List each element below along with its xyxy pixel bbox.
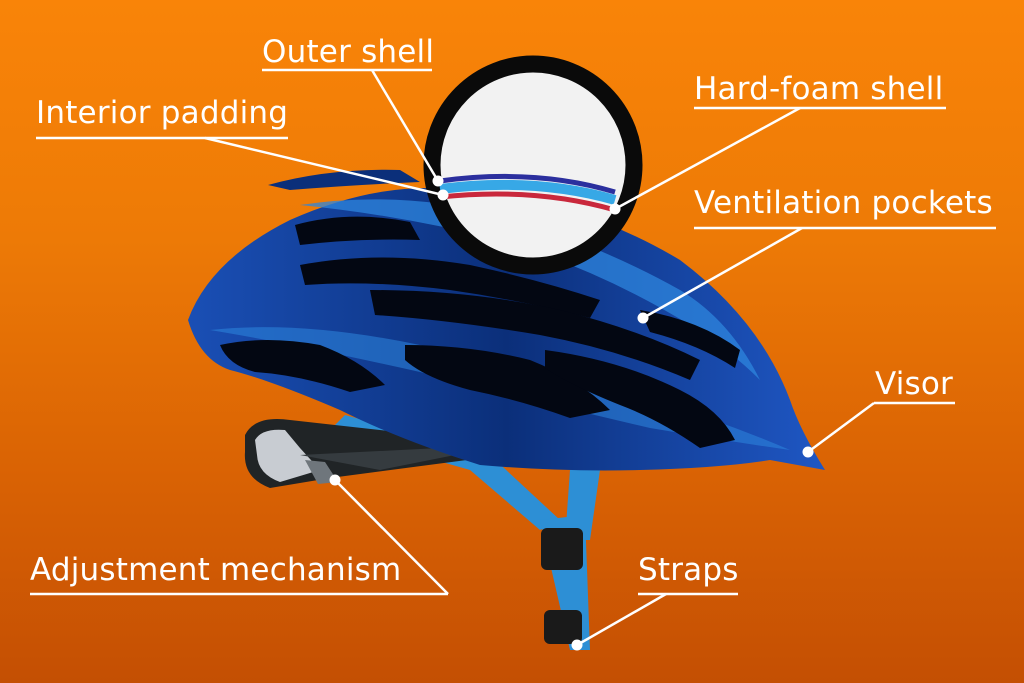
label-outer-shell: Outer shell <box>262 34 435 70</box>
leader-dots <box>329 175 814 651</box>
interior-padding-leader <box>204 136 444 197</box>
outer-shell-leader <box>370 69 440 182</box>
adjustment-leader <box>334 479 449 595</box>
label-hard-foam-shell: Hard-foam shell <box>694 71 944 107</box>
visor-leader <box>807 401 875 454</box>
outer-shell-layer <box>439 173 616 195</box>
ventilation-pockets <box>220 216 740 448</box>
label-straps: Straps <box>638 552 739 588</box>
hard-foam-layer <box>439 179 617 205</box>
leader-lines <box>30 68 996 647</box>
strap-buckle <box>541 528 583 570</box>
straps-dot <box>571 639 583 651</box>
ventilation-dot <box>637 312 649 324</box>
label-adjustment-mechanism: Adjustment mechanism <box>30 552 402 588</box>
interior-padding-layer <box>439 191 616 213</box>
hard-foam-leader <box>614 106 801 211</box>
label-ventilation-pockets: Ventilation pockets <box>694 185 993 221</box>
hard-foam-dot <box>609 203 621 215</box>
outer-shell-dot <box>432 175 444 187</box>
interior-padding-dot <box>437 189 449 201</box>
label-interior-padding: Interior padding <box>36 95 289 131</box>
visor-dot <box>802 446 814 458</box>
ventilation-leader <box>642 226 803 320</box>
adjustment-dot <box>329 474 341 486</box>
strap-divider <box>544 610 582 644</box>
layer-magnifier <box>423 55 643 275</box>
label-visor: Visor <box>875 366 954 402</box>
straps-leader <box>576 592 667 647</box>
